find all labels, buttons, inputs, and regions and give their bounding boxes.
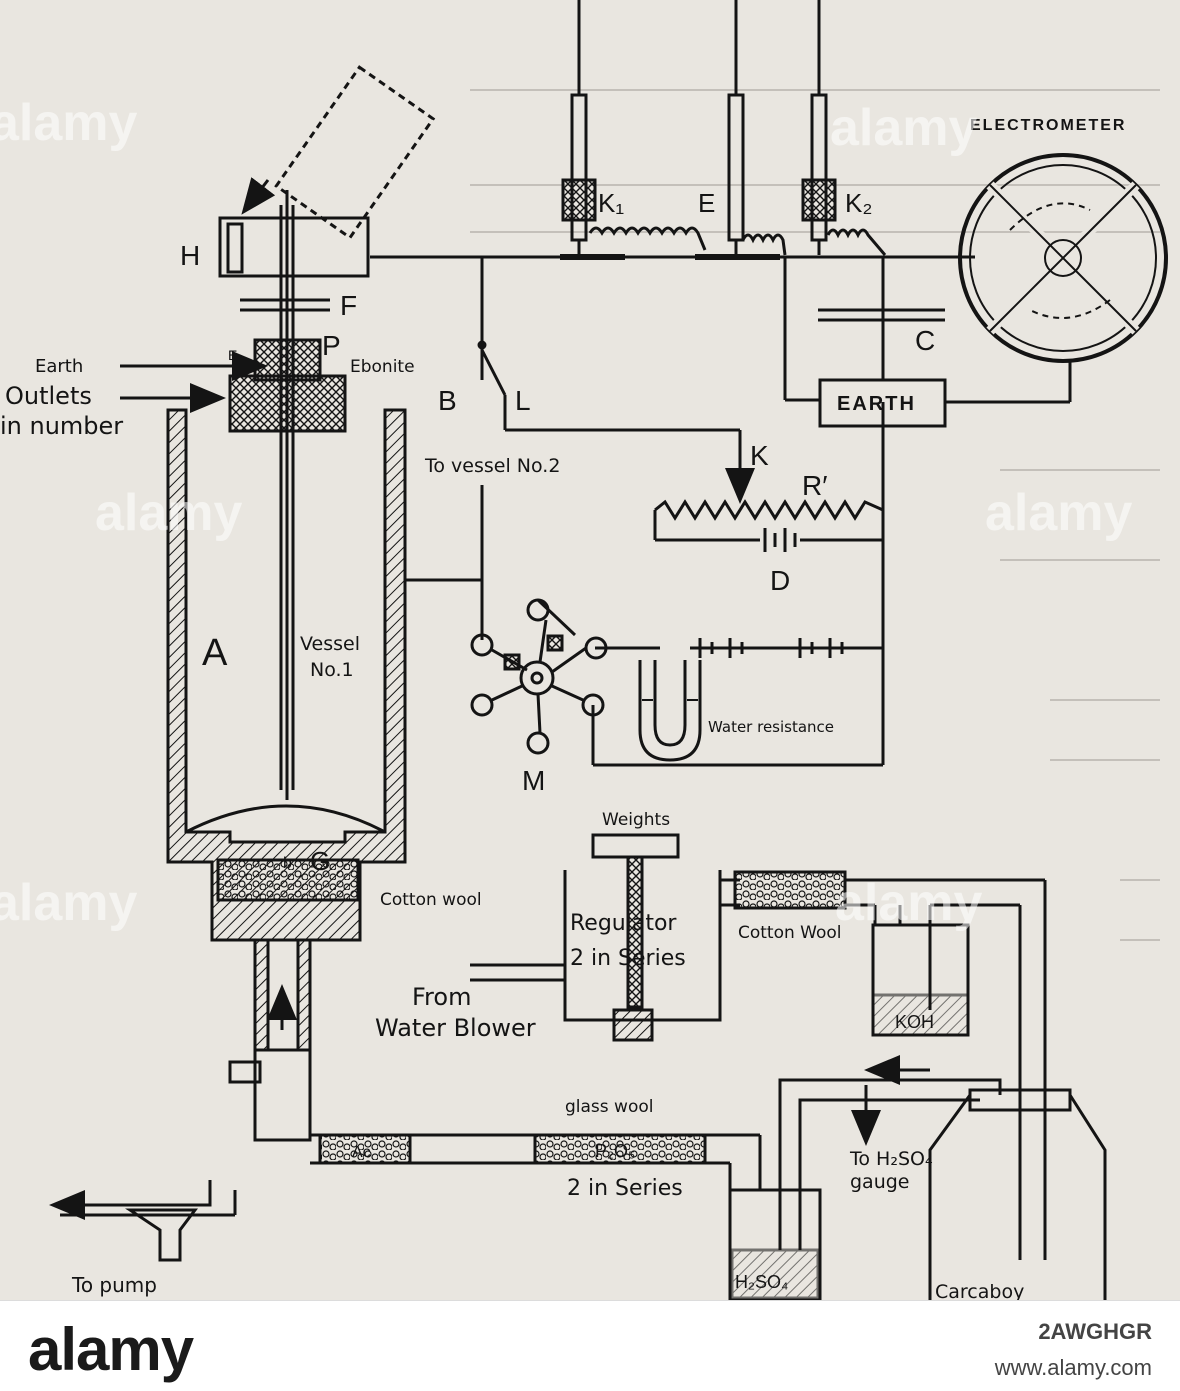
label-in-number: in number <box>0 412 123 440</box>
label-b: B <box>438 385 457 416</box>
top-electrodes <box>561 0 887 256</box>
electrode-assembly <box>120 65 436 800</box>
label-weights: Weights <box>602 810 670 830</box>
label-carboy: Carcaboy <box>935 1281 1024 1300</box>
label-electrometer: ELECTROMETER <box>970 117 1126 134</box>
h2so4-and-carboy <box>728 1055 1107 1300</box>
regulator <box>470 833 1047 1260</box>
pump-connection <box>49 1180 237 1262</box>
label-h: H <box>180 240 200 271</box>
vessel-a <box>166 408 762 1190</box>
label-water-resistance: Water resistance <box>708 718 834 736</box>
label-l: L <box>515 385 531 416</box>
label-p2o5: P₂O₅ <box>595 1141 635 1161</box>
label-earth-box: EARTH <box>837 393 916 415</box>
label-gauge: gauge <box>850 1171 910 1193</box>
label-k1: K₁ <box>598 188 624 218</box>
label-f: F <box>340 290 357 321</box>
label-g: G <box>310 846 330 876</box>
label-to-vessel-2: To vessel No.2 <box>424 455 560 477</box>
watermark-tile: alamy <box>95 484 243 542</box>
label-k2: K₂ <box>845 188 872 218</box>
label-earth-arrow: Earth <box>35 356 83 377</box>
site-url[interactable]: www.alamy.com <box>994 1355 1152 1380</box>
diagram-labels: ELECTROMETER EARTH H F P E Earth Ebonite… <box>0 117 1126 1300</box>
label-c: C <box>915 325 935 356</box>
image-meta: 2AWGHGR www.alamy.com <box>995 1319 1152 1381</box>
label-koh: KOH <box>895 1012 934 1032</box>
label-outlets: Outlets <box>5 382 92 410</box>
watermark-layer: alamy alamy alamy alamy alamy alamy <box>0 94 1133 932</box>
label-ac: Ac <box>352 1144 371 1161</box>
label-d: D <box>770 565 790 596</box>
label-water-blower: Water Blower <box>375 1014 536 1042</box>
electrometer <box>958 153 1168 363</box>
label-two-in-series-1: 2 in Series <box>570 946 686 971</box>
watermark-tile: alamy <box>0 94 138 152</box>
apparatus-diagram: ELECTROMETER EARTH H F P E Earth Ebonite… <box>0 0 1168 1300</box>
label-two-in-series-2: 2 in Series <box>567 1176 683 1201</box>
footer-bar: alamy 2AWGHGR www.alamy.com <box>0 1300 1180 1391</box>
watermark-tile: alamy <box>0 874 138 932</box>
label-p: P <box>322 330 341 361</box>
label-vessel-no: No.1 <box>310 659 354 681</box>
label-from: From <box>412 983 471 1011</box>
label-ebonite: Ebonite <box>350 357 415 377</box>
image-id: 2AWGHGR <box>1038 1319 1152 1344</box>
label-h2so4: H₂SO₄ <box>735 1272 788 1292</box>
label-e-electrode: E <box>698 188 715 218</box>
label-r-prime: R′ <box>802 470 827 501</box>
watermark-tile: alamy <box>830 99 978 157</box>
watermark-tile: alamy <box>835 874 983 932</box>
alamy-logo[interactable]: alamy <box>28 1316 194 1383</box>
label-glass-wool: glass wool <box>565 1097 653 1117</box>
wiring <box>370 254 1072 767</box>
label-to-h2so4: To H₂SO₄ <box>849 1148 933 1170</box>
commutator-m <box>470 598 702 762</box>
label-b-small: b <box>283 855 292 872</box>
label-e-small: E <box>228 347 237 363</box>
label-a: A <box>202 632 228 674</box>
diagram-plate: ELECTROMETER EARTH H F P E Earth Ebonite… <box>0 0 1180 1300</box>
label-regulator: Regulator <box>570 911 677 936</box>
label-cotton-wool-2: Cotton Wool <box>738 923 842 943</box>
label-cotton-wool-1: Cotton wool <box>380 890 482 910</box>
earth-box <box>818 378 947 428</box>
label-to-pump: To pump <box>71 1273 157 1297</box>
label-m: M <box>522 765 545 796</box>
label-k: K <box>750 440 769 471</box>
watermark-tile: alamy <box>985 484 1133 542</box>
label-vessel: Vessel <box>300 633 360 655</box>
